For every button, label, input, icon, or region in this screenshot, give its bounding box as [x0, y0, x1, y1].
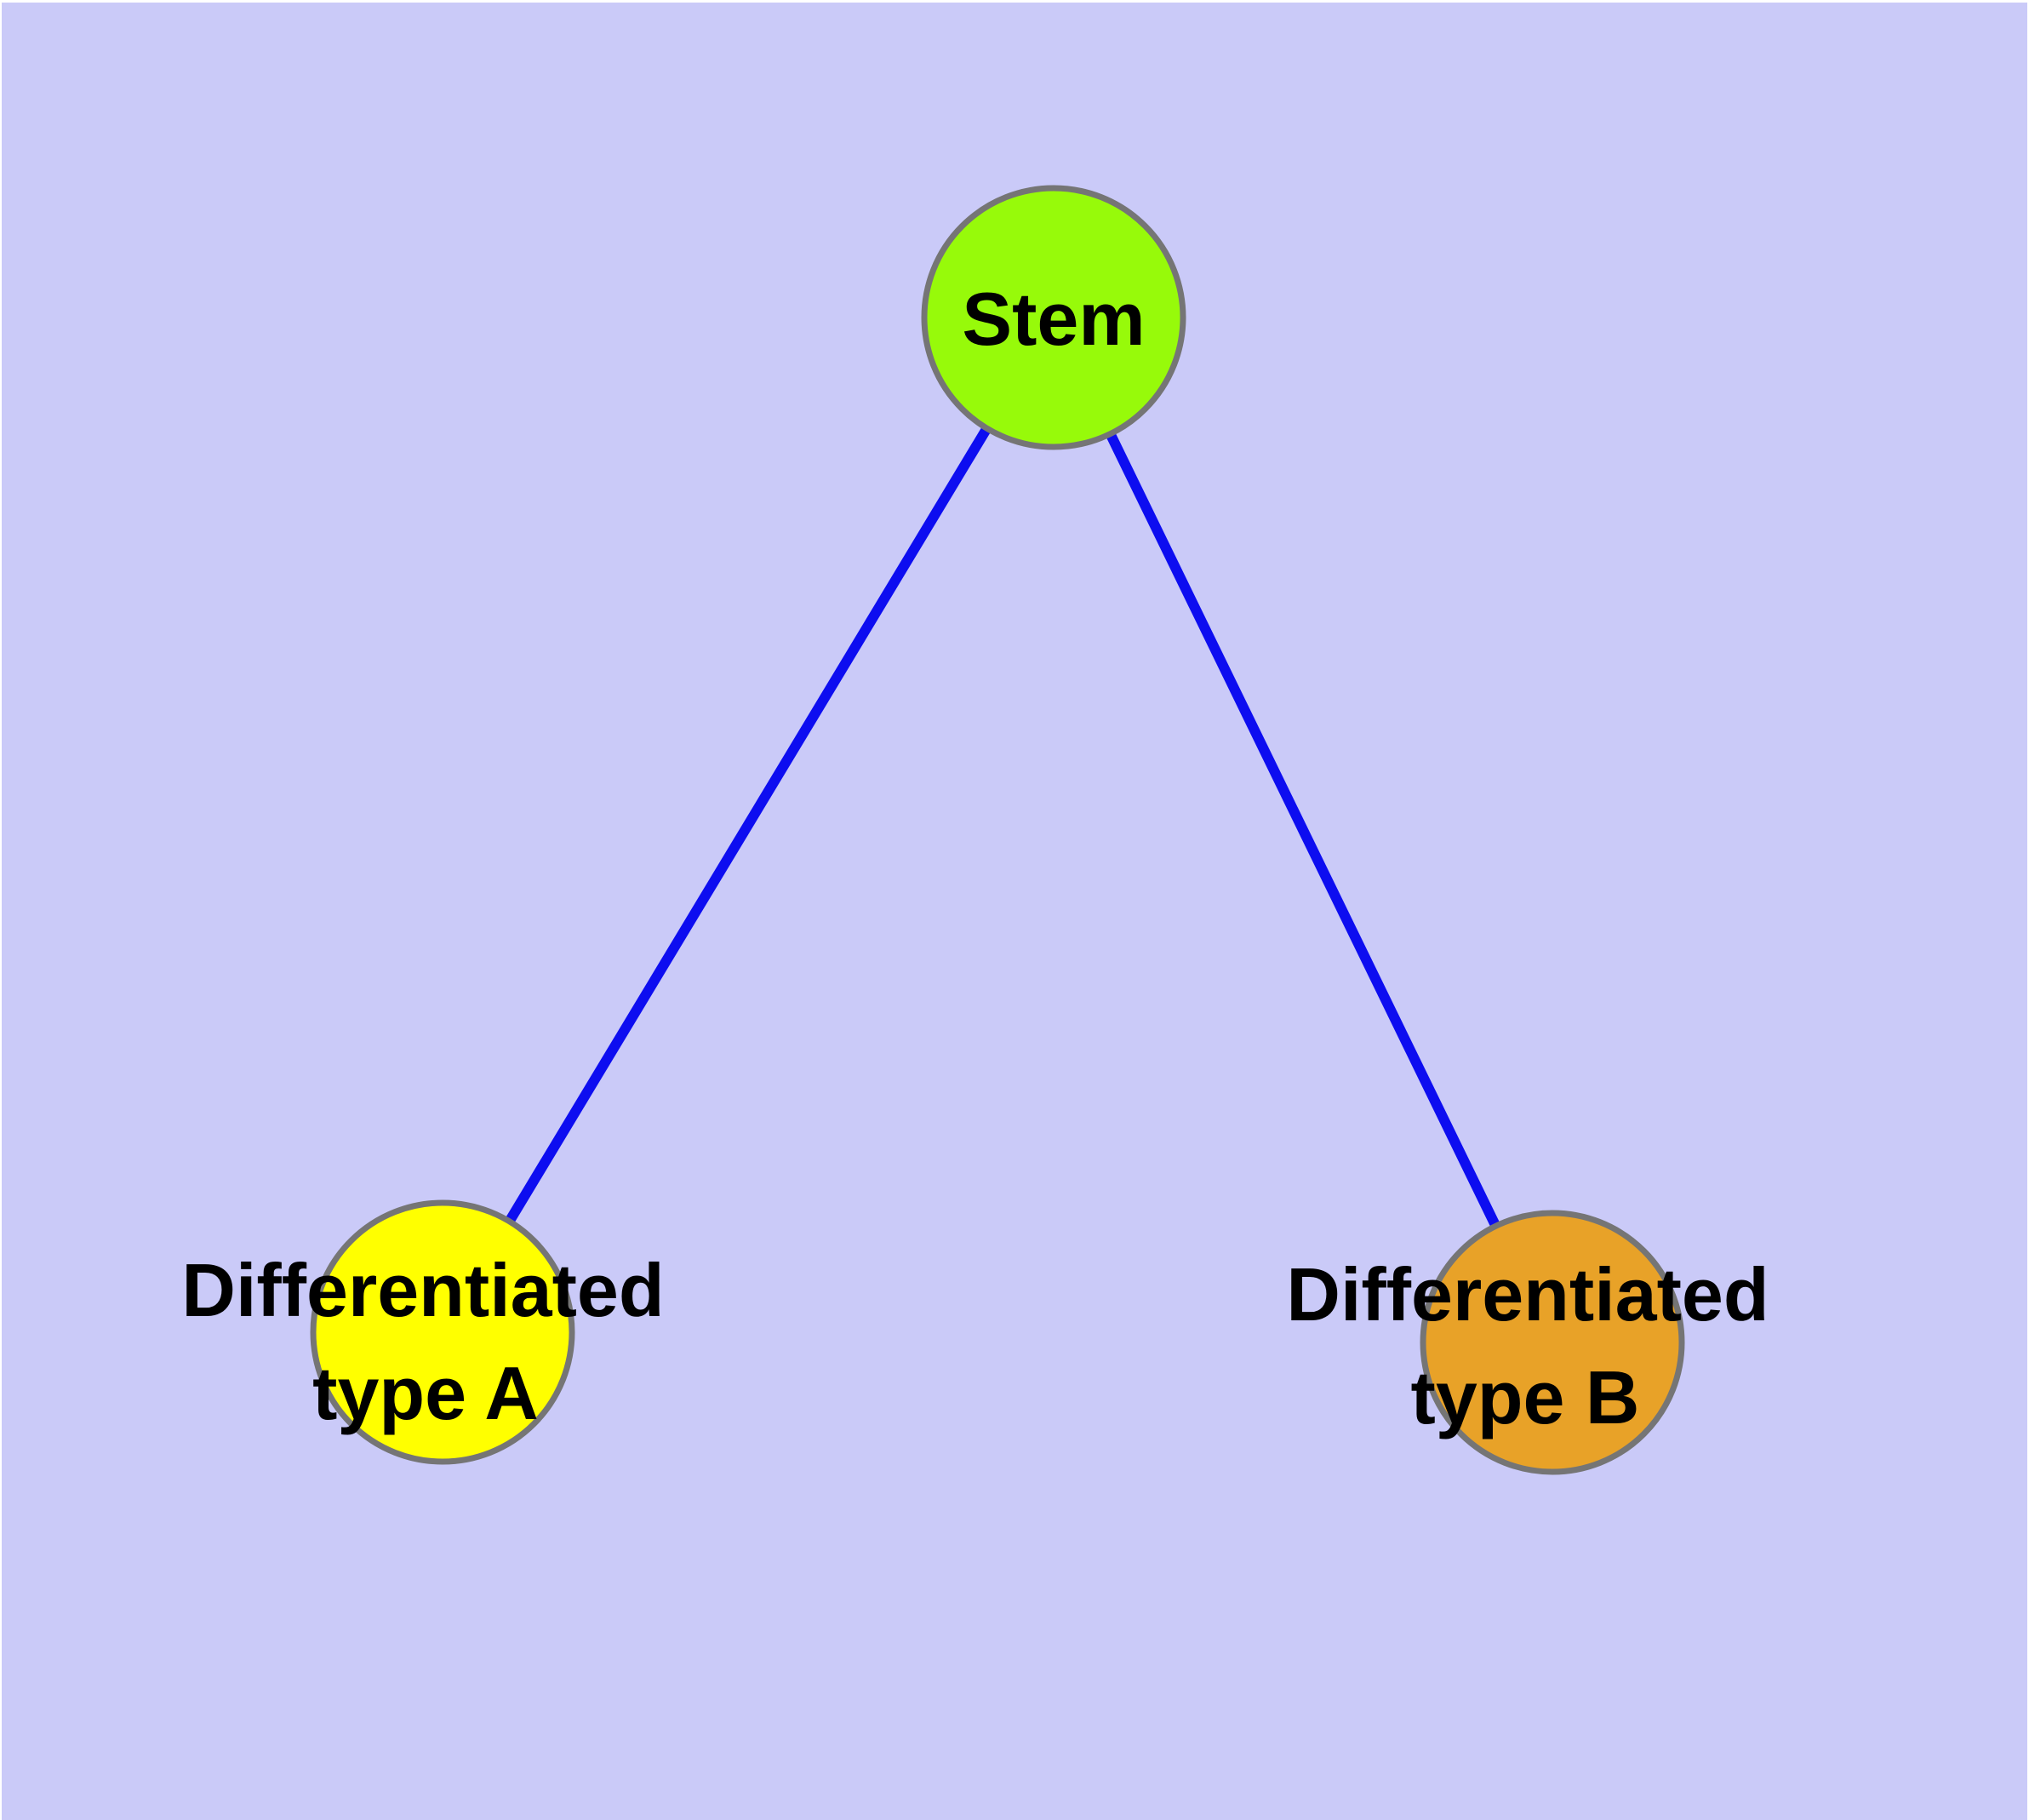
edge-stem-to-type-b	[1049, 315, 1557, 1345]
node-stem: Stem	[921, 185, 1186, 450]
node-type-b-circle	[1420, 1210, 1685, 1475]
node-type-a-label-line2: type A	[312, 1351, 539, 1435]
edge-layer	[437, 314, 1557, 1345]
node-type-b-label-line1: Differentiated	[1286, 1252, 1769, 1336]
node-type-a-label-line1: Differentiated	[181, 1248, 664, 1332]
node-type-b-label-line2: type B	[1411, 1355, 1640, 1439]
node-stem-circle	[921, 185, 1186, 450]
edge-stem-to-type-a	[437, 314, 1059, 1336]
node-type-a: Differentiated type A	[181, 1199, 665, 1465]
node-type-a-circle	[310, 1199, 575, 1465]
node-stem-label: Stem	[962, 277, 1145, 361]
node-type-b: Differentiated type B	[1286, 1210, 1769, 1475]
